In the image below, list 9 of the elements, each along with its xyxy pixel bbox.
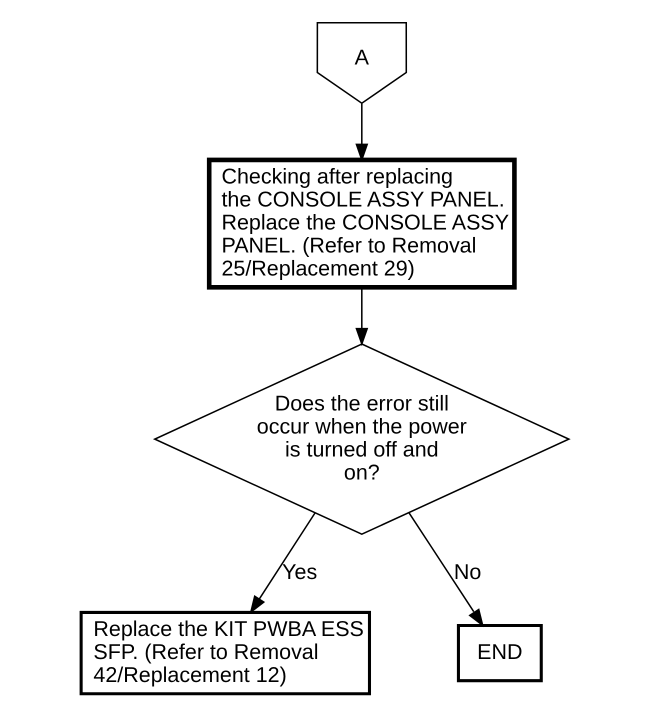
node-box: Checking after replacing the CONSOLE ASSY PANEL. Replace the CONSOLE ASSY PANEL. (Refer to Removal 25/Replacement 29) xyxy=(206,158,517,290)
arrow xyxy=(250,512,316,614)
edge-label: Yes xyxy=(282,560,318,584)
edge-label: No xyxy=(454,560,482,584)
node-diamond: Does the error still occur when the power is turned off and on? xyxy=(152,343,571,536)
arrow xyxy=(355,288,368,346)
arrow xyxy=(408,512,484,628)
node-box: Replace the KIT PWBA ESS SFP. (Refer to Removal 42/Replacement 12) xyxy=(80,610,372,696)
node-box: END xyxy=(456,624,543,682)
